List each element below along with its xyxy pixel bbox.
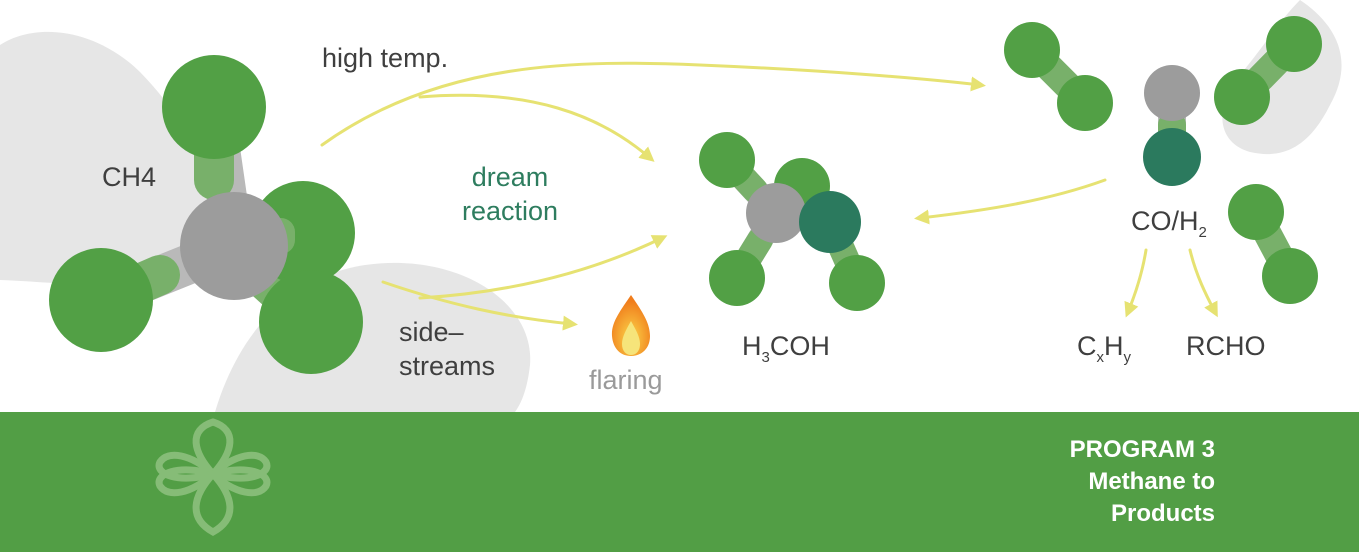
hydrocarbon-x: x — [1096, 349, 1105, 366]
label-flaring: flaring — [589, 365, 663, 395]
atom-hydrogen-front — [259, 270, 363, 374]
methanol-rest: COH — [769, 331, 830, 361]
label-high-temp: high temp. — [322, 43, 449, 73]
program-title-line-1: PROGRAM 3 — [1069, 436, 1215, 463]
label-aldehyde: RCHO — [1186, 331, 1266, 361]
atom-hydrogen — [1262, 248, 1318, 304]
methane-molecule — [49, 55, 363, 374]
arrow-dream-reaction-top — [418, 93, 655, 162]
atom-carbon — [1144, 65, 1200, 121]
atom-carbon — [746, 183, 806, 243]
atom-oxygen — [799, 191, 861, 253]
label-side-streams: side– streams — [399, 315, 495, 383]
program-title-line-2: Methane to — [1088, 468, 1215, 495]
flame-icon — [611, 295, 650, 356]
label-dream-reaction: dream reaction — [455, 160, 565, 228]
atom-hydrogen — [1228, 184, 1284, 240]
label-methanol: H3COH — [742, 331, 830, 366]
arrow-syngas-to-aldehyde — [1188, 248, 1218, 318]
celtic-knot-logo — [155, 418, 271, 537]
label-dream-reaction-line-2: reaction — [461, 196, 559, 226]
arrow-dream-reaction-bottom — [418, 235, 668, 300]
methanol-molecule — [699, 132, 885, 311]
label-ch4: CH4 — [102, 162, 157, 192]
syngas-text: CO/H — [1131, 206, 1199, 236]
methanol-h: H — [742, 331, 762, 361]
reaction-arrows — [320, 61, 1218, 331]
hydrocarbon-h: H — [1104, 331, 1124, 361]
label-side-streams-line-1: side– — [399, 317, 464, 347]
atom-carbon — [180, 192, 288, 300]
arrow-syngas-to-methanol — [914, 178, 1107, 225]
program-banner: PROGRAM 3 Methane to Products — [0, 412, 1359, 552]
atom-hydrogen — [709, 250, 765, 306]
arrow-syngas-to-hydrocarbon — [1124, 248, 1148, 318]
arrow-high-temp — [320, 61, 986, 147]
arrow-side-streams — [381, 280, 578, 331]
hydrocarbon-c: C — [1077, 331, 1097, 361]
label-hydrocarbon: CxHy — [1077, 331, 1131, 366]
syngas-subscript: 2 — [1198, 224, 1207, 241]
atom-oxygen — [1143, 128, 1201, 186]
program-title: PROGRAM 3 Methane to Products — [1070, 434, 1215, 530]
program-title-line-3: Products — [1110, 500, 1215, 527]
methanol-subscript: 3 — [761, 349, 770, 366]
syngas-molecules — [1004, 16, 1322, 304]
atom-hydrogen — [1057, 75, 1113, 131]
atom-hydrogen — [1266, 16, 1322, 72]
reaction-diagram — [0, 0, 1342, 412]
atom-hydrogen-top — [162, 55, 266, 159]
hydrocarbon-y: y — [1123, 349, 1132, 366]
atom-hydrogen — [1004, 22, 1060, 78]
label-syngas: CO/H2 — [1131, 206, 1207, 241]
label-dream-reaction-line-1: dream — [471, 162, 549, 192]
label-side-streams-line-2: streams — [399, 351, 496, 381]
atom-hydrogen — [699, 132, 755, 188]
atom-hydrogen — [829, 255, 885, 311]
atom-hydrogen — [1214, 69, 1270, 125]
atom-hydrogen-left — [49, 248, 153, 352]
